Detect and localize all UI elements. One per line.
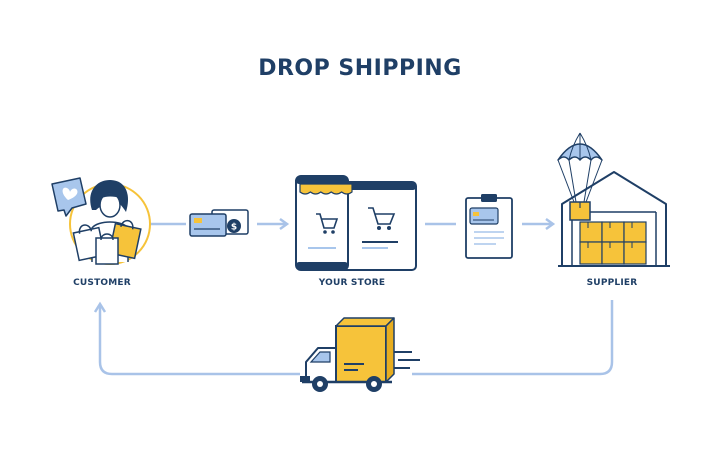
store-awning [299, 183, 353, 195]
payment-cards-icon: $ [189, 209, 249, 237]
order-clipboard-icon [465, 194, 513, 259]
shopping-cart-icon [316, 213, 339, 234]
supplier-label: SUPPLIER [586, 278, 638, 288]
parachute-icon [557, 132, 603, 221]
shopping-cart-icon [368, 207, 396, 230]
customer-icon [51, 177, 151, 265]
flow-arrow-payment-to-store [257, 217, 290, 231]
svg-text:$: $ [231, 223, 237, 233]
store-label: YOUR STORE [318, 278, 386, 288]
flow-arrow-supplier-to-customer [93, 300, 614, 376]
store-devices-icon [295, 175, 417, 271]
flow-arrow-order-to-supplier [522, 217, 556, 231]
customer-label: CUSTOMER [73, 278, 131, 288]
diagram-title: DROP SHIPPING [258, 56, 462, 81]
heart-bubble-icon [51, 177, 87, 217]
delivery-truck-icon [300, 317, 420, 392]
